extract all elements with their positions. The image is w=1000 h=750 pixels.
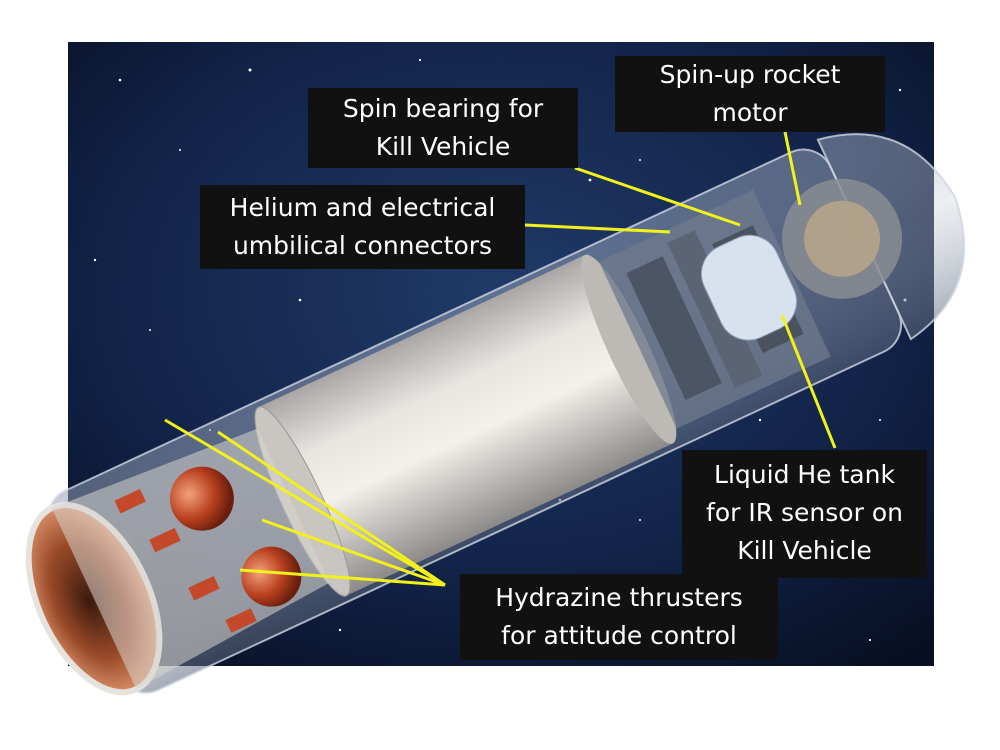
- label-liquid-he-tank: Liquid He tank for IR sensor on Kill Veh…: [682, 450, 927, 578]
- leader-lines: [164, 131, 837, 587]
- label-line: Spin bearing for: [342, 94, 544, 123]
- label-line: Liquid He tank: [714, 460, 895, 489]
- kill-vehicle-canister: [25, 133, 966, 696]
- thruster-nozzle: [114, 488, 146, 514]
- main-cylinder: [258, 255, 673, 596]
- label-spin-bearing: Spin bearing for Kill Vehicle: [308, 88, 578, 168]
- thruster-sphere: [241, 546, 302, 607]
- thruster-nozzle: [149, 527, 181, 553]
- leader-line-spinup: [783, 131, 802, 206]
- liquid-he-tank: [700, 234, 798, 341]
- leader-line-hydrazine-3: [261, 518, 446, 587]
- label-line: Kill Vehicle: [375, 132, 511, 161]
- label-line: Hydrazine thrusters: [495, 583, 743, 612]
- leader-line-bearing: [574, 166, 741, 227]
- label-hydrazine-thrusters: Hydrazine thrusters for attitude control: [460, 574, 778, 660]
- leader-line-liquid-he: [780, 314, 837, 449]
- label-line: for attitude control: [501, 621, 737, 650]
- label-line: for IR sensor on: [706, 498, 903, 527]
- label-line: umbilical connectors: [232, 231, 493, 260]
- label-spin-up-rocket-motor: Spin-up rocket motor: [615, 56, 885, 132]
- thruster-nozzle: [225, 608, 257, 633]
- label-line: Helium and electrical: [229, 193, 496, 222]
- leader-line-hydrazine-1: [164, 418, 446, 587]
- label-line: motor: [712, 98, 788, 127]
- leader-line-hydrazine-2: [217, 430, 446, 587]
- label-helium-umbilical: Helium and electrical umbilical connecto…: [200, 185, 525, 269]
- label-line: Spin-up rocket: [659, 60, 841, 89]
- leader-line-hydrazine-4: [239, 568, 446, 587]
- leader-line-helium: [524, 223, 671, 234]
- thruster-sphere: [169, 466, 234, 531]
- label-line: Kill Vehicle: [737, 536, 872, 565]
- thruster-nozzle: [188, 575, 220, 601]
